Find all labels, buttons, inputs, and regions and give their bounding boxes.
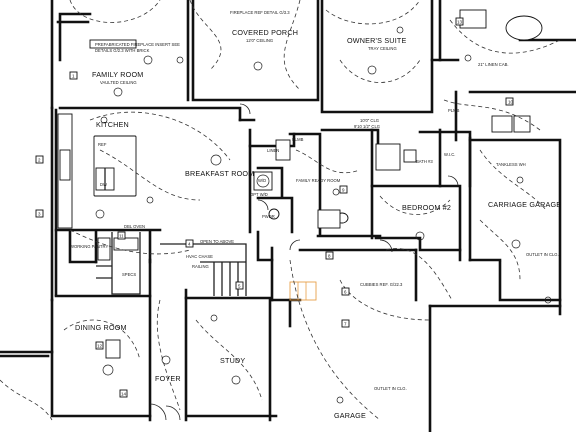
note-railing: RAILING bbox=[192, 264, 209, 269]
label-dining-room: DINING ROOM bbox=[75, 323, 127, 332]
note-wd: W/D bbox=[258, 178, 266, 183]
label-bath-3: BATH #3 bbox=[416, 159, 433, 164]
note-open-above: OPEN TO ABOVE bbox=[200, 239, 234, 244]
note-ceiling-10: 10'0" CLG bbox=[360, 118, 379, 123]
note-cubbies: CUBBIES REF. G/22.3 bbox=[360, 282, 403, 287]
label-covered-porch: COVERED PORCH bbox=[232, 28, 298, 37]
label-study: STUDY bbox=[220, 356, 245, 365]
doors bbox=[149, 103, 459, 421]
label-owners-suite: OWNER'S SUITE bbox=[347, 36, 406, 45]
note-fireplace-detail: FIREPLACE REF DETAIL G/3.3 bbox=[230, 10, 290, 15]
tag-13: 13 bbox=[457, 20, 463, 25]
tag-12: 12 bbox=[97, 344, 103, 349]
note-opt-wd: OPT W/D bbox=[250, 192, 268, 197]
label-foyer: FOYER bbox=[155, 374, 181, 383]
label-kitchen: KITCHEN bbox=[96, 120, 129, 129]
note-outlet-clg-1: OUTLET IN CLG. bbox=[526, 252, 559, 257]
label-garage: GARAGE bbox=[334, 411, 366, 420]
note-ceiling-9: 9'10 1/2" CLG bbox=[354, 124, 380, 129]
tag-3: 3 bbox=[38, 212, 41, 217]
tag-2: 2 bbox=[38, 158, 41, 163]
note-vaulted: VAULTED CEILING bbox=[100, 80, 137, 85]
tag-9: 9 bbox=[342, 188, 345, 193]
tag-4: 4 bbox=[188, 242, 191, 247]
note-dbl-oven: DBL OVEN bbox=[124, 224, 145, 229]
note-plmb-1: PLMB bbox=[292, 137, 304, 142]
note-prefab-detail: DETAILS G/2.3 WITH BRICK bbox=[95, 48, 150, 53]
note-ref: REF bbox=[98, 142, 107, 147]
tag-6: 6 bbox=[344, 290, 347, 295]
note-hvac-chase: HVAC CHASE bbox=[186, 254, 213, 259]
label-linen: LINEN bbox=[267, 148, 279, 153]
light-fixtures bbox=[95, 26, 552, 404]
tag-8: 8 bbox=[328, 254, 331, 259]
tag-7: 7 bbox=[344, 322, 347, 327]
note-porch-ceiling: 12'0" CEILING bbox=[246, 38, 273, 43]
annotation-notes: FIREPLACE REF DETAIL G/3.3 12'0" CEILING… bbox=[95, 10, 559, 391]
note-specs: SPECS bbox=[122, 272, 136, 277]
note-tray-ceiling: TRAY CEILING bbox=[368, 46, 397, 51]
note-tankless: TANKLESS WH bbox=[496, 162, 526, 167]
tag-11: 11 bbox=[119, 234, 124, 239]
note-plmb-2: PLMB bbox=[448, 108, 460, 113]
note-pwdr: PWDR bbox=[262, 214, 275, 219]
circuit-lines bbox=[0, 0, 561, 421]
label-working-pantry: WORKING PANTRY bbox=[70, 244, 108, 249]
note-dw: DW bbox=[100, 182, 107, 187]
note-outlet-clg-2: OUTLET IN CLG. bbox=[374, 386, 407, 391]
label-family-room: FAMILY ROOM bbox=[92, 70, 143, 79]
tag-14: 14 bbox=[121, 392, 127, 397]
label-family-ready-room: FAMILY READY ROOM bbox=[296, 178, 341, 183]
tag-1: 1 bbox=[72, 74, 75, 79]
room-labels: COVERED PORCH OWNER'S SUITE FAMILY ROOM … bbox=[70, 28, 561, 420]
reference-tags: 1 2 3 4 5 6 7 8 9 10 11 12 13 14 bbox=[35, 17, 514, 398]
label-carriage-garage: CARRIAGE GARAGE bbox=[488, 200, 561, 209]
note-linen-cab: 21" LINEN CAB. bbox=[478, 62, 509, 67]
tag-10: 10 bbox=[508, 100, 514, 105]
label-breakfast-room: BREAKFAST ROOM bbox=[185, 169, 254, 178]
note-wic: W.I.C. bbox=[444, 152, 455, 157]
tag-5: 5 bbox=[238, 284, 241, 289]
label-bedroom-2: BEDROOM #2 bbox=[402, 203, 451, 212]
note-prefab-fireplace: PREFABRICATED FIREPLACE INSERT SEE bbox=[95, 42, 180, 47]
fixtures bbox=[57, 9, 543, 359]
